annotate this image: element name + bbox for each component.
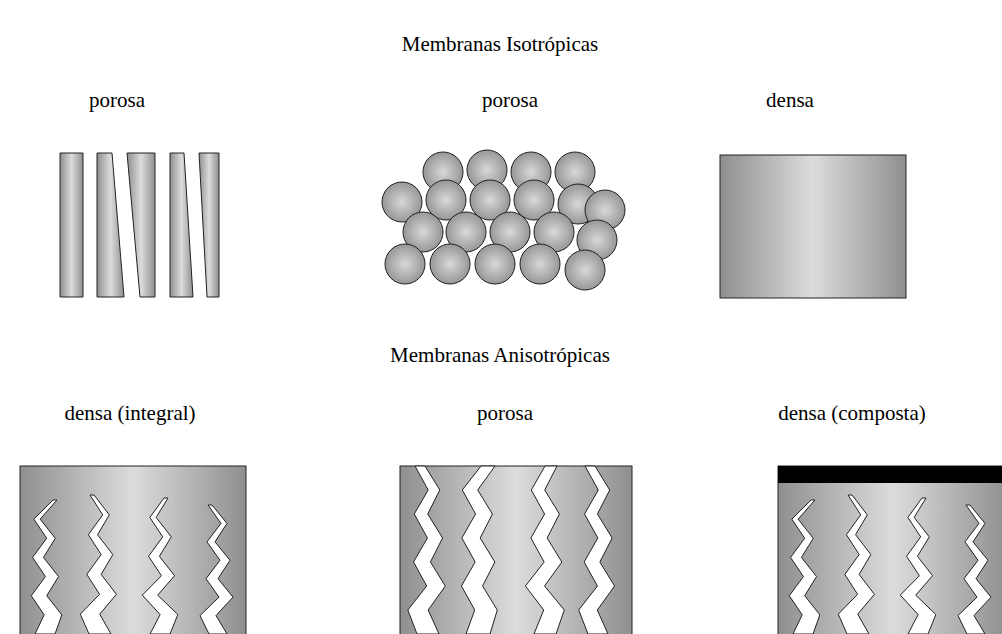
dense-membrane xyxy=(720,155,906,298)
integral-asymmetric-membrane xyxy=(20,466,246,634)
porous-asymmetric-membrane xyxy=(400,466,632,634)
membrane-type: porosa xyxy=(478,88,542,117)
section-heading: Membranas Isotrópicas xyxy=(402,32,599,57)
slit-pore-membrane xyxy=(60,153,219,297)
membrane-type: densa (composta) xyxy=(774,401,930,430)
sphere-packed-membrane xyxy=(382,150,625,290)
membrane-label: densa (composta) xyxy=(778,401,926,426)
membrane-type: densa (integral) xyxy=(60,401,200,430)
membrane-label: densa xyxy=(766,88,814,113)
dense-top-layer xyxy=(778,466,1002,483)
membrane-label: densa (integral) xyxy=(64,401,195,426)
section-heading: Membranas Anisotrópicas xyxy=(390,343,610,368)
membrane-type: porosa xyxy=(85,88,149,117)
composite-membrane xyxy=(778,466,1002,634)
membrane-label: porosa xyxy=(477,401,533,426)
membrane-label: porosa xyxy=(89,88,145,113)
membrane-type: densa xyxy=(762,88,818,117)
membrane-type: porosa xyxy=(473,401,537,430)
membrane-label: porosa xyxy=(482,88,538,113)
